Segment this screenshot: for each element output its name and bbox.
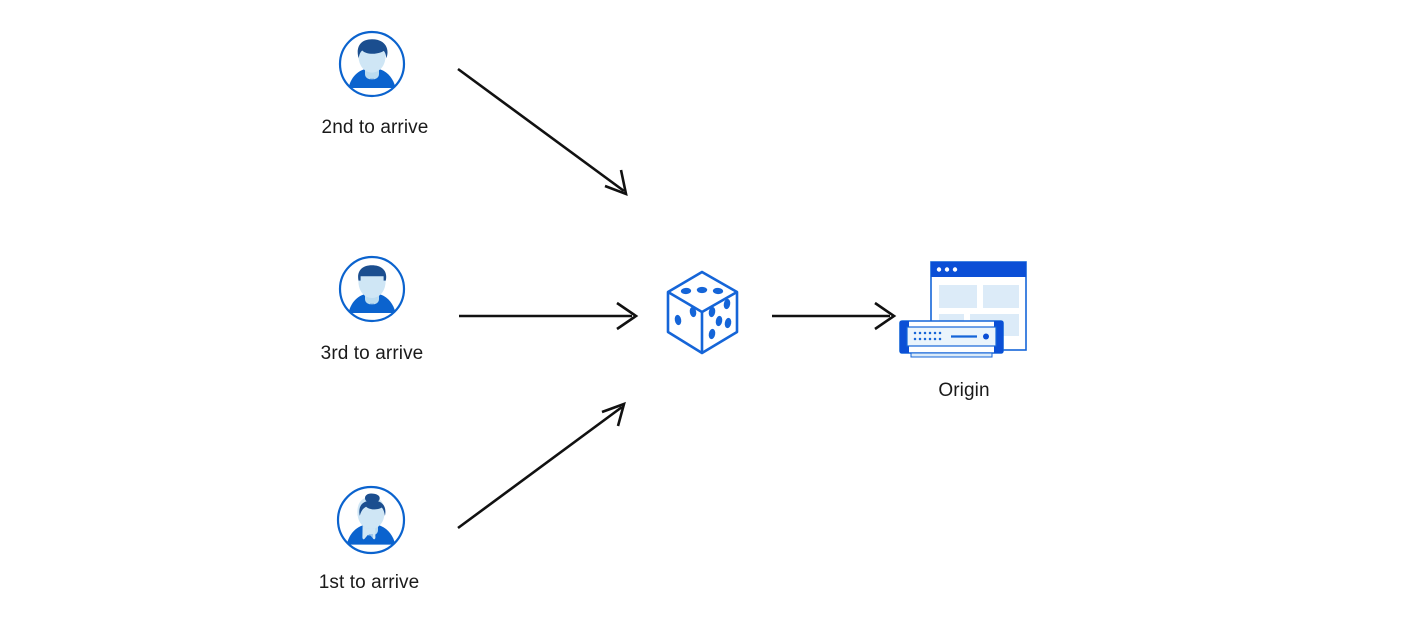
user-avatar-icon — [337, 29, 407, 99]
arrow-3rd-to-dice — [459, 301, 639, 331]
node-label: Origin — [938, 380, 990, 401]
arrow-2nd-to-dice — [457, 67, 628, 197]
arrow-dice-to-origin — [772, 301, 897, 331]
user-avatar-icon — [337, 254, 407, 324]
server-appliance-icon — [899, 320, 1004, 358]
node-label: 1st to arrive — [318, 572, 420, 593]
origin-server-icon — [895, 255, 1040, 365]
arrow-1st-to-dice — [457, 401, 626, 530]
user-avatar-icon — [335, 484, 407, 556]
node-label: 3rd to arrive — [320, 343, 424, 364]
node-label: 2nd to arrive — [321, 117, 429, 138]
dice-icon — [663, 268, 743, 360]
